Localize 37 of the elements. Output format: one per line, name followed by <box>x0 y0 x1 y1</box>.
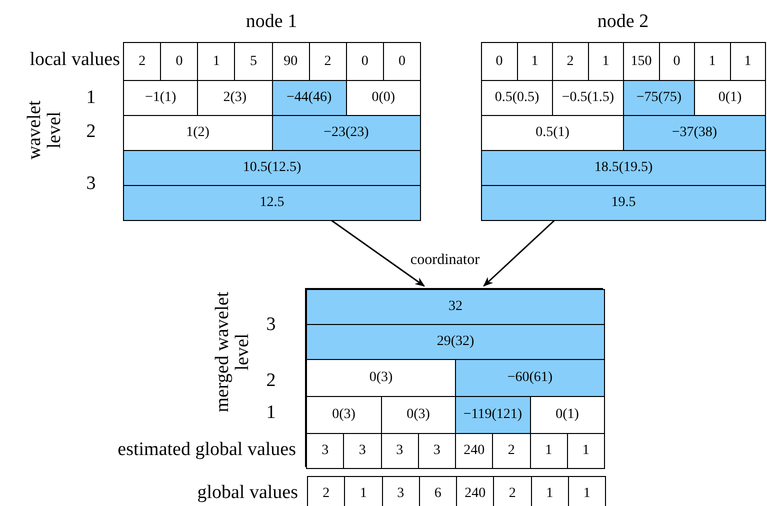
data-cell: 19.5 <box>481 185 766 221</box>
row-label: local values <box>28 50 120 70</box>
data-cell: 0 <box>382 42 421 81</box>
arrow <box>330 219 426 287</box>
data-cell: 1 <box>730 42 766 81</box>
data-cell: 1 <box>566 433 605 469</box>
arrow <box>483 219 556 287</box>
data-cell: 1 <box>568 476 606 506</box>
level-number: 1 <box>85 88 97 108</box>
data-cell: −44(46) <box>272 80 347 116</box>
axis-title: wavelet level <box>25 99 65 162</box>
data-cell: −37(38) <box>623 115 766 151</box>
level-number: 3 <box>265 315 277 335</box>
data-cell: 2 <box>307 476 346 506</box>
node-heading: node 1 <box>244 12 298 32</box>
level-number: 2 <box>85 122 97 142</box>
row-label: estimated global values <box>116 440 296 460</box>
data-cell: 29(32) <box>306 324 605 360</box>
data-cell: 10.5(12.5) <box>123 150 421 186</box>
row-label: global values <box>196 483 298 503</box>
data-cell: 12.5 <box>123 185 421 221</box>
data-cell: 2 <box>123 42 162 81</box>
data-cell: 32 <box>306 289 605 325</box>
data-cell: −60(61) <box>455 359 605 397</box>
data-cell: −23(23) <box>272 115 421 151</box>
data-cell: 18.5(19.5) <box>481 150 766 186</box>
data-cell: −119(121) <box>455 396 530 434</box>
annotation-text: coordinator <box>409 251 481 270</box>
level-number: 1 <box>265 403 277 423</box>
node-heading: node 2 <box>596 12 650 32</box>
data-cell: 0 <box>481 42 518 81</box>
level-number: 2 <box>265 371 277 391</box>
level-number: 3 <box>85 174 97 194</box>
merged-table <box>305 288 603 467</box>
data-cell: 3 <box>306 433 344 469</box>
data-cell: −75(75) <box>623 80 695 116</box>
axis-title: merged wavelet level <box>213 290 253 414</box>
